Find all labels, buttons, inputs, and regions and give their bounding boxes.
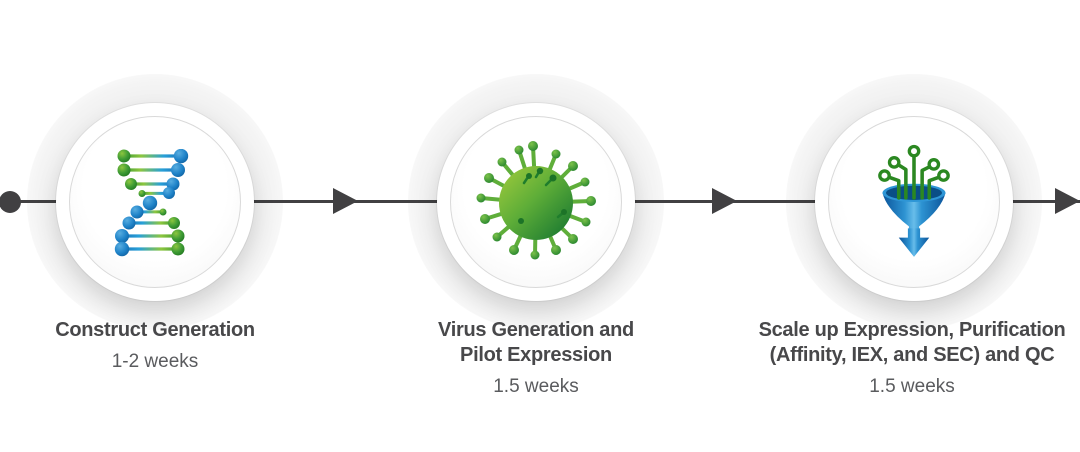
timeline-start-dot-icon — [0, 191, 21, 213]
stage-3-title: Scale up Expression, Purification (Affin… — [722, 318, 1080, 368]
stage-2-duration: 1.5 weeks — [493, 376, 579, 397]
stage-title-line: Scale up Expression, Purification — [758, 319, 1066, 341]
right-arrow-icon — [712, 188, 737, 214]
dna-construct-icon — [114, 149, 189, 257]
stage-3-label: Scale up Expression, Purification (Affin… — [722, 318, 1080, 397]
virus-icon — [476, 141, 596, 260]
stage-1-title: Construct Generation — [0, 318, 345, 343]
stage-title-line: Pilot Expression — [460, 344, 612, 366]
stage-title-line: Construct Generation — [55, 319, 255, 341]
stage-1-label: Construct Generation 1-2 weeks — [0, 318, 345, 372]
right-arrow-icon — [1055, 188, 1080, 214]
stage-1-duration: 1-2 weeks — [111, 351, 199, 372]
stage-2-label: Virus Generation and Pilot Expression 1.… — [346, 318, 726, 397]
right-arrow-icon — [333, 188, 358, 214]
stage-3-circle — [815, 103, 1013, 301]
stage-1-circle — [56, 103, 254, 301]
stage-3-duration: 1.5 weeks — [869, 376, 955, 397]
stage-2-title: Virus Generation and Pilot Expression — [346, 318, 726, 368]
funnel-filter-icon — [878, 144, 950, 257]
stage-2-circle — [437, 103, 635, 301]
stage-title-line: Virus Generation and — [438, 319, 634, 341]
stage-title-line: (Affinity, IEX, and SEC) and QC — [769, 344, 1055, 366]
